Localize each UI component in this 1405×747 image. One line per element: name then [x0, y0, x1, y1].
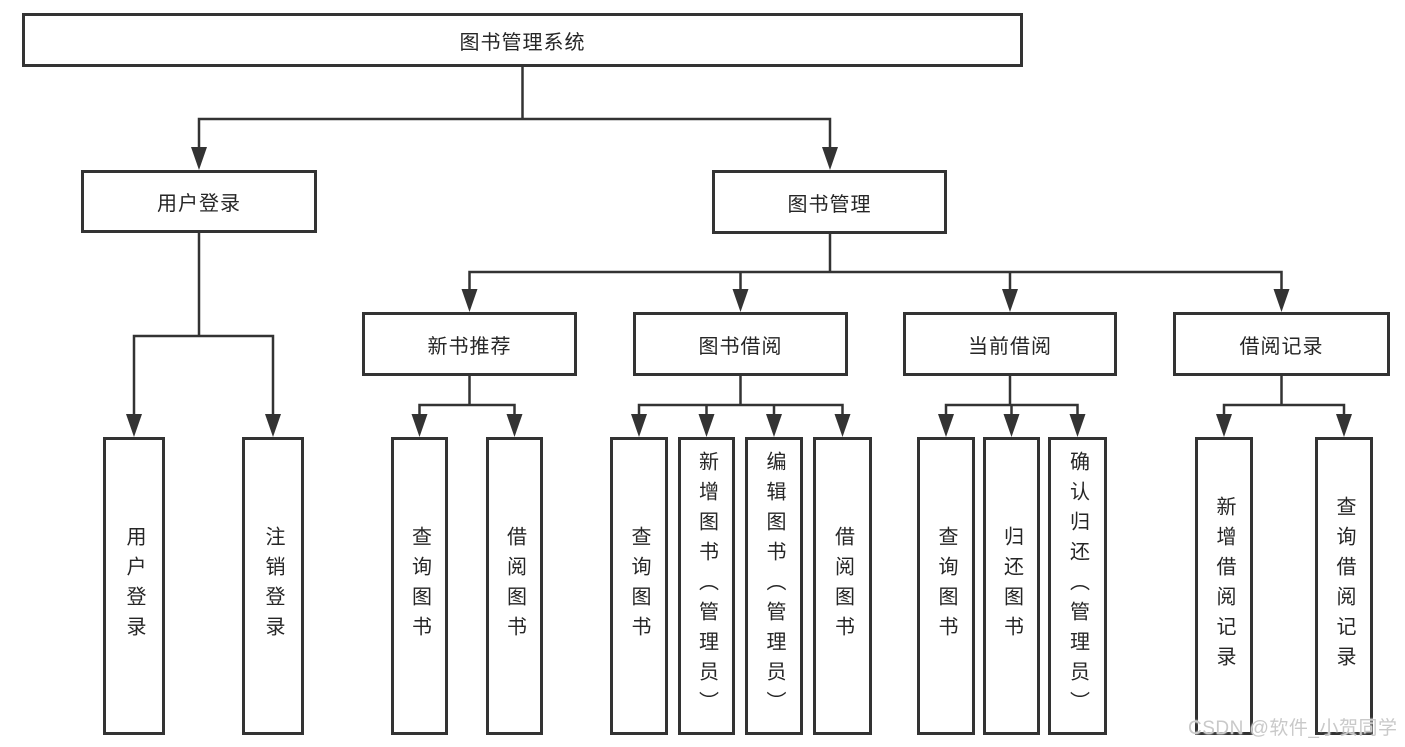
node-current-borrowing: 当前借阅 [903, 312, 1117, 376]
leaf-user-login: 用户登录 [103, 437, 165, 735]
node-library-system-label: 图书管理系统 [459, 31, 586, 54]
node-book-management: 图书管理 [712, 170, 947, 234]
leaf-add-books-admin: 新增图书（管理员） [678, 437, 735, 735]
node-current-borrowing-label: 当前借阅 [968, 335, 1052, 358]
node-user-login: 用户登录 [81, 170, 317, 233]
node-user-login-label: 用户登录 [157, 193, 241, 215]
leaf-query-borrow-record: 查询借阅记录 [1315, 437, 1373, 735]
connector-borrow-records-arrows [1216, 414, 1352, 437]
connector-book-borrow-arrows [631, 414, 851, 437]
connector-current-borrow-arrows [938, 414, 1086, 437]
node-new-book-recommendation-label: 新书推荐 [427, 335, 512, 358]
connector-current-borrow [944, 374, 1079, 418]
leaf-query-books-borrow: 查询图书 [610, 437, 668, 735]
connector-root [197, 65, 832, 152]
leaf-user-login-label: 用户登录 [123, 526, 145, 646]
leaf-borrow-books-recommend-label: 借阅图书 [503, 526, 526, 646]
leaf-logout-login: 注销登录 [242, 437, 304, 735]
node-book-borrowing: 图书借阅 [633, 312, 848, 376]
node-book-management-label: 图书管理 [787, 193, 872, 216]
node-borrowing-records-label: 借阅记录 [1239, 335, 1324, 358]
connector-borrow-records [1222, 374, 1346, 418]
leaf-return-books-label: 归还图书 [1000, 526, 1023, 646]
connector-user-login [132, 231, 275, 418]
node-library-system: 图书管理系统 [22, 13, 1023, 67]
node-new-book-recommendation: 新书推荐 [362, 312, 577, 376]
leaf-query-books-current-label: 查询图书 [935, 526, 957, 646]
leaf-borrow-books-borrow-label: 借阅图书 [831, 526, 854, 646]
leaf-borrow-books-recommend: 借阅图书 [486, 437, 543, 735]
leaf-query-borrow-record-label: 查询借阅记录 [1333, 496, 1355, 676]
watermark: CSDN @软件_小贺同学 [1188, 718, 1398, 739]
connector-book-management [468, 232, 1283, 293]
leaf-edit-books-admin-label: 编辑图书（管理员） [763, 451, 785, 721]
leaf-borrow-books-borrow: 借阅图书 [813, 437, 872, 735]
leaf-add-borrow-record: 新增借阅记录 [1195, 437, 1253, 735]
leaf-add-books-admin-label: 新增图书（管理员） [695, 451, 718, 721]
connector-user-login-arrows [126, 414, 281, 437]
connector-new-book [418, 374, 516, 418]
connector-book-borrow [637, 374, 844, 418]
leaf-logout-login-label: 注销登录 [262, 526, 284, 646]
leaf-edit-books-admin: 编辑图书（管理员） [745, 437, 803, 735]
connector-new-book-arrows [411, 414, 523, 437]
connector-book-management-arrows [461, 289, 1290, 312]
leaf-confirm-return-admin-label: 确认归还（管理员） [1066, 451, 1089, 721]
leaf-add-borrow-record-label: 新增借阅记录 [1213, 496, 1235, 676]
leaf-query-books-current: 查询图书 [917, 437, 975, 735]
leaf-query-books-recommend: 查询图书 [391, 437, 448, 735]
node-book-borrowing-label: 图书借阅 [698, 335, 783, 358]
leaf-confirm-return-admin: 确认归还（管理员） [1048, 437, 1107, 735]
leaf-query-books-borrow-label: 查询图书 [628, 526, 650, 646]
node-borrowing-records: 借阅记录 [1173, 312, 1390, 376]
leaf-query-books-recommend-label: 查询图书 [408, 526, 431, 646]
leaf-return-books: 归还图书 [983, 437, 1040, 735]
connector-root-arrows [191, 147, 838, 170]
